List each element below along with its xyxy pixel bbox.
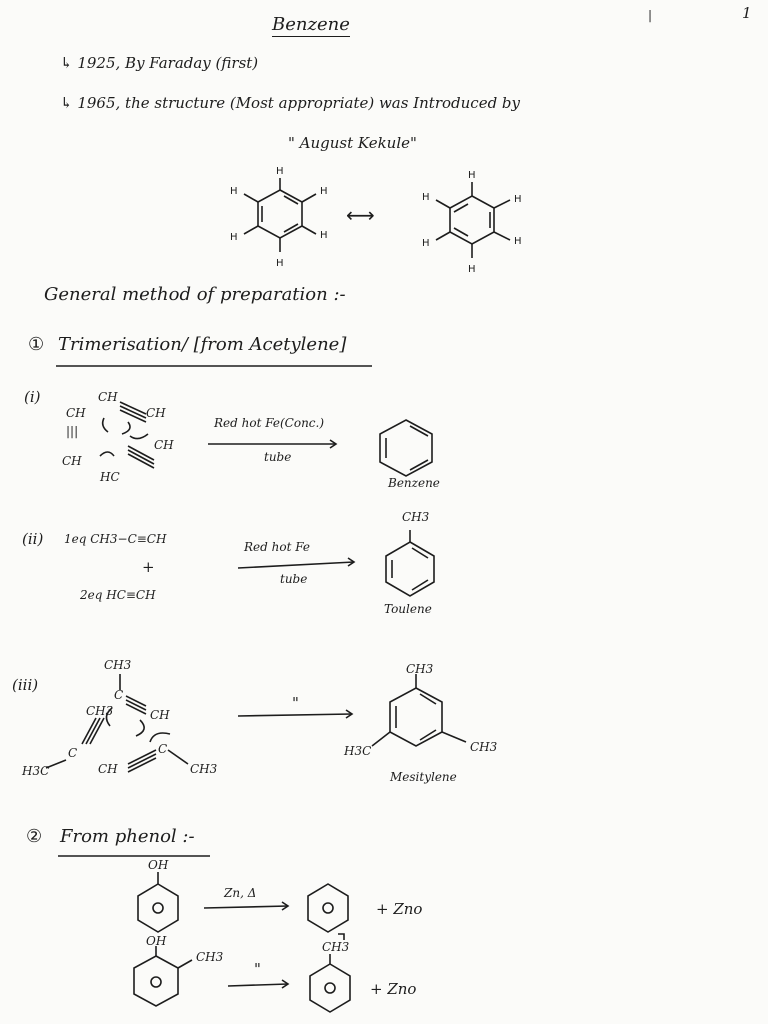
atom-ch: CH	[154, 438, 174, 452]
reaction-iii-label: (iii)	[12, 676, 39, 694]
section-2-number: ②	[26, 826, 43, 847]
mesitylene-product	[371, 674, 467, 747]
atom-ch3: CH3	[86, 704, 114, 718]
reaction-ii-condition-bottom: tube	[280, 572, 308, 586]
reaction-ii-condition-top: Red hot Fe	[244, 540, 310, 554]
benzene-ring-product-1	[307, 883, 349, 940]
atom-hc: HC	[100, 470, 120, 484]
atom-h: H	[320, 186, 328, 197]
kekule-structure-2: H H H H H H	[422, 170, 522, 275]
reaction-iii-condition: "	[292, 694, 299, 712]
section-2-title: From phenol :-	[60, 826, 195, 847]
mesitylene-substituent-left: H3C	[344, 744, 372, 758]
reaction-iii-product-name: Mesitylene	[390, 770, 457, 784]
reaction-ii-reactant-1: 1eq CH3−C≡CH	[64, 532, 167, 546]
phenol-reaction-2-condition: "	[254, 960, 261, 978]
atom-h: H	[468, 170, 476, 181]
reaction-ii-reactant-2: 2eq HC≡CH	[80, 588, 156, 602]
phenol-reaction-1-condition: Zn, Δ	[224, 886, 257, 900]
atom-ch: CH	[146, 406, 166, 420]
history-line-1: ↳ 1925, By Faraday (first)	[60, 54, 259, 72]
atom-h: H	[514, 236, 522, 247]
reaction-i-condition-top: Red hot Fe(Conc.)	[214, 416, 325, 430]
phenol-reaction-2-byproduct: + Zno	[370, 980, 417, 998]
reaction-iii-reactants	[45, 674, 189, 773]
margin-mark: |	[648, 8, 653, 22]
atom-ch: CH	[150, 708, 170, 722]
page-number: 1	[742, 4, 752, 22]
atom-ch: CH	[98, 390, 118, 404]
mesitylene-substituent-right: CH3	[470, 740, 498, 754]
atom-ch3: CH3	[104, 658, 132, 672]
atom-ch: CH	[66, 406, 86, 420]
atom-c: C	[158, 742, 168, 756]
atom-c: C	[68, 746, 78, 760]
cresol-ch3: CH3	[196, 950, 224, 964]
atom-h: H	[230, 232, 238, 243]
reaction-i-reactants	[99, 401, 155, 469]
atom-h: H	[320, 230, 328, 241]
atom-h: H	[468, 264, 476, 275]
reaction-i-condition-bottom: tube	[264, 450, 292, 464]
history-line-3: " August Kekule"	[288, 134, 417, 152]
history-line-2: ↳ 1965, the structure (Most appropriate)…	[60, 94, 521, 112]
triple-bond: |||	[66, 424, 79, 438]
resonance-arrow: ⟷	[346, 203, 375, 227]
toluene-ring-product-2	[309, 954, 351, 1013]
atom-h: H	[276, 258, 284, 269]
reaction-i-product-name: Benzene	[388, 476, 440, 490]
kekule-structure-1: H H H H H H	[230, 166, 328, 269]
cresol-ring	[133, 946, 193, 1007]
atom-h: H	[422, 238, 430, 249]
atom-h3c: H3C	[22, 764, 50, 778]
atom-ch: CH	[62, 454, 82, 468]
toluene-substituent: CH3	[402, 510, 430, 524]
reaction-ii-product-name: Toulene	[384, 602, 432, 616]
phenol-reaction-1-byproduct: + Zno	[376, 900, 423, 918]
phenol-ring-1	[137, 872, 179, 933]
toluene-ch3: CH3	[322, 940, 350, 954]
atom-ch3: CH3	[190, 762, 218, 776]
reaction-i-label: (i)	[24, 388, 41, 406]
mesitylene-substituent-top: CH3	[406, 662, 434, 676]
atom-h: H	[276, 166, 284, 177]
phenol-oh: OH	[148, 858, 169, 872]
cresol-oh: OH	[146, 934, 167, 948]
section-1-title: Trimerisation/ [from Acetylene]	[58, 334, 347, 355]
benzene-product-i	[379, 419, 433, 477]
reaction-ii-label: (ii)	[22, 530, 44, 548]
section-1-number: ①	[28, 334, 45, 355]
atom-h: H	[422, 192, 430, 203]
atom-h: H	[230, 186, 238, 197]
page-title: Benzene	[272, 14, 350, 37]
toluene-product	[385, 530, 435, 597]
atom-c: C	[114, 688, 124, 702]
atom-ch: CH	[98, 762, 118, 776]
section-general-heading: General method of preparation :-	[44, 284, 346, 305]
plus-sign: +	[142, 558, 155, 576]
atom-h: H	[514, 194, 522, 205]
